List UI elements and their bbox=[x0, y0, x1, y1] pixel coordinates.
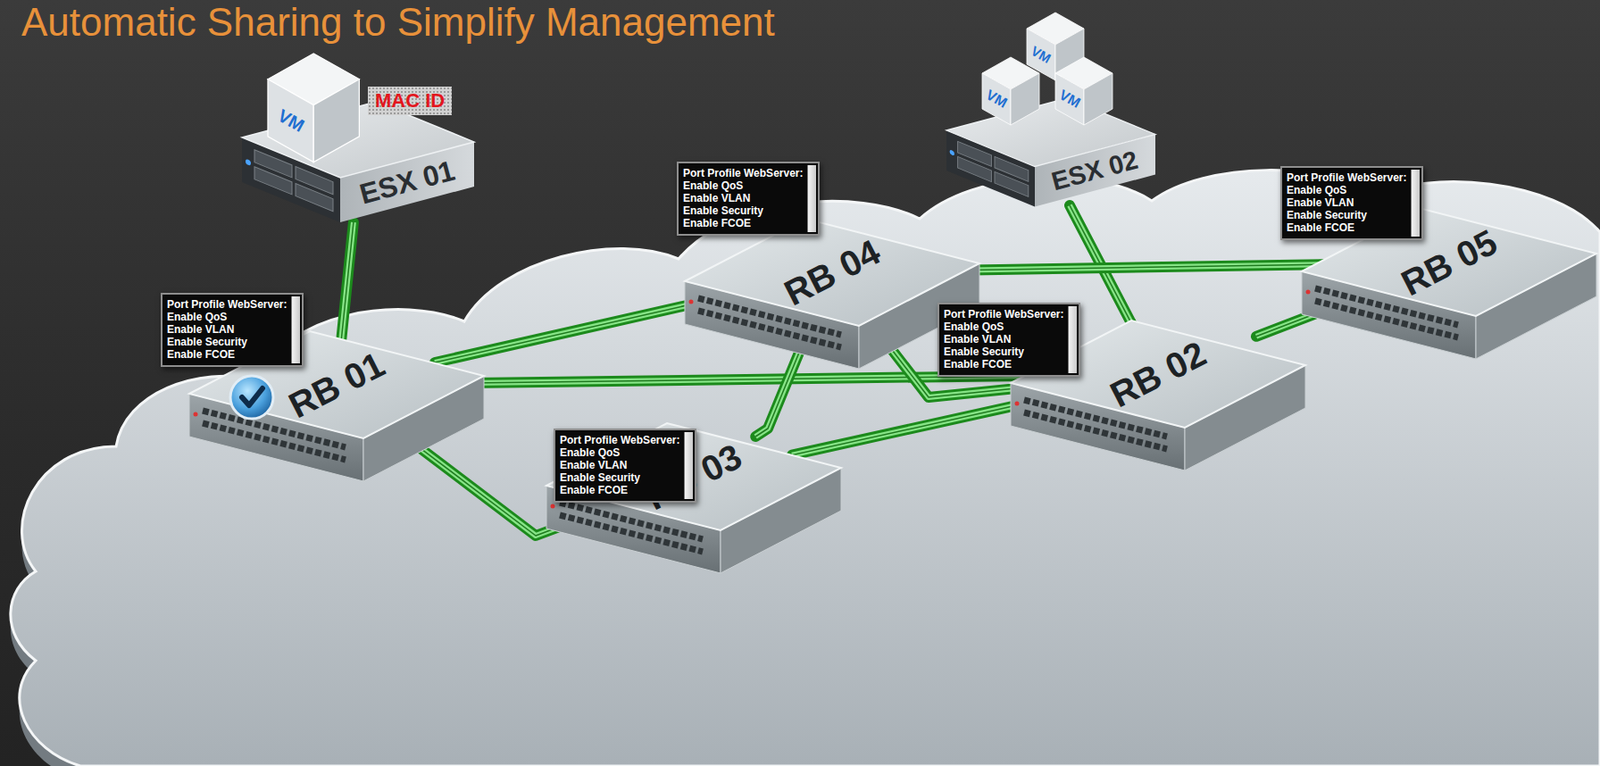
server-node: ESX 02 bbox=[946, 133, 1156, 206]
switch-name: RB 04 bbox=[777, 231, 887, 314]
cable-highlight bbox=[930, 264, 1351, 271]
scrollbar bbox=[1410, 169, 1420, 237]
vm-cube bbox=[982, 57, 1040, 125]
cloud-shape bbox=[10, 170, 1600, 766]
link-cable bbox=[341, 222, 354, 345]
profile-settings: Enable QoS Enable VLAN Enable Security E… bbox=[559, 446, 648, 497]
scrollbar bbox=[807, 165, 817, 233]
port-profile-box: Port Profile WebServer:Enable QoS Enable… bbox=[160, 292, 304, 367]
vm-label: VM bbox=[1029, 43, 1054, 66]
server-name: ESX 02 bbox=[1048, 143, 1142, 198]
cable-gap bbox=[930, 264, 1351, 271]
scrollbar bbox=[291, 296, 300, 364]
profile-settings: Enable QoS Enable VLAN Enable Security E… bbox=[1286, 183, 1375, 234]
vm-label: VM bbox=[1057, 87, 1084, 111]
profile-heading: Port Profile WebServer: bbox=[166, 298, 287, 311]
profile-heading: Port Profile WebServer: bbox=[1286, 171, 1407, 184]
cable-outer bbox=[930, 264, 1351, 271]
switch-name: RB 02 bbox=[1103, 333, 1213, 416]
port-profile-box: Port Profile WebServer:Enable QoS Enable… bbox=[937, 302, 1081, 377]
profile-settings: Enable QoS Enable VLAN Enable Security E… bbox=[166, 310, 255, 361]
scrollbar bbox=[1067, 306, 1077, 374]
profile-heading: Port Profile WebServer: bbox=[683, 166, 803, 180]
label-wrap: RB 02 bbox=[1103, 333, 1213, 416]
vm-label: VM bbox=[983, 87, 1010, 111]
diagram-title: Automatic Sharing to Simplify Management bbox=[21, 0, 775, 45]
port-profile-box: Port Profile WebServer:Enable QoS Enable… bbox=[553, 428, 697, 503]
label-wrap: ESX 02 bbox=[1048, 143, 1142, 198]
check-icon bbox=[230, 375, 274, 419]
port-profile-box: Port Profile WebServer:Enable QoS Enable… bbox=[676, 161, 820, 236]
cable-gap bbox=[341, 222, 354, 345]
vm-label: VM bbox=[275, 106, 308, 135]
profile-settings: Enable QoS Enable VLAN Enable Security E… bbox=[943, 320, 1032, 371]
vm-cube bbox=[1055, 57, 1113, 125]
cable-outer bbox=[341, 222, 354, 345]
switch-node: RB 02 bbox=[1059, 333, 1257, 415]
label-wrap: ESX 01 bbox=[356, 154, 459, 211]
link-cable bbox=[930, 264, 1351, 271]
switch-icon bbox=[684, 218, 980, 369]
port-profile-box: Port Profile WebServer:Enable QoS Enable… bbox=[1280, 166, 1424, 241]
label-wrap: RB 04 bbox=[777, 231, 887, 314]
server-icon bbox=[946, 98, 1156, 208]
switch-icon bbox=[546, 423, 842, 574]
switch-node: RB 04 bbox=[733, 232, 931, 313]
vm-cube bbox=[267, 53, 359, 163]
cable-highlight bbox=[341, 222, 354, 345]
server-name: ESX 01 bbox=[356, 154, 459, 211]
profile-heading: Port Profile WebServer: bbox=[559, 433, 680, 447]
server-node: ESX 01 bbox=[241, 133, 475, 223]
profile-settings: Enable QoS Enable VLAN Enable Security E… bbox=[683, 179, 771, 230]
scrollbar bbox=[683, 432, 693, 500]
mac-id-tag: MAC ID bbox=[367, 86, 452, 116]
profile-heading: Port Profile WebServer: bbox=[943, 308, 1064, 321]
